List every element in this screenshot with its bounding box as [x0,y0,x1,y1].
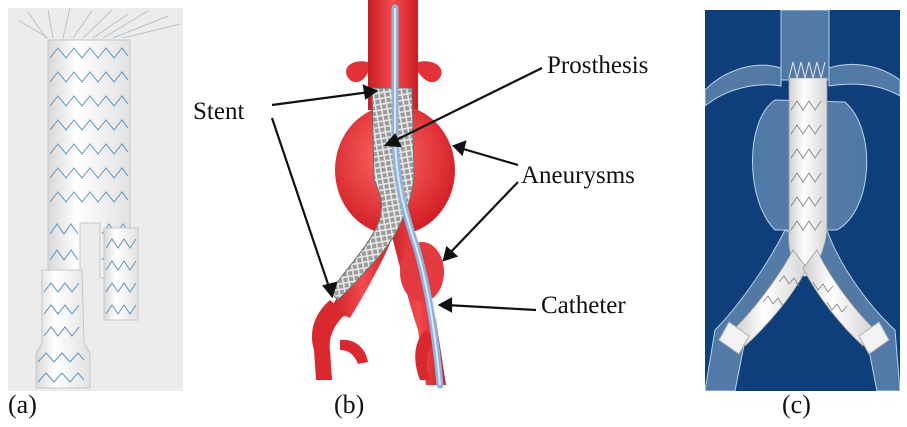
renal-artery-left [346,61,368,82]
caption-a: (a) [8,390,37,420]
panel-c [705,10,900,391]
label-catheter: Catheter [541,292,626,320]
panel-a [8,8,183,391]
caption-c: (c) [782,390,811,420]
branch-left-small [340,340,368,364]
vessel-upper [781,10,829,80]
caption-b: (b) [334,390,364,420]
label-stent: Stent [193,98,244,126]
endograft-in-aorta-illustration [705,10,900,391]
limb-extension-right [104,228,138,320]
renal-branch-right [829,64,900,96]
renal-artery-right [418,61,442,82]
renal-branch-left [705,65,781,106]
crown-wires [18,8,180,38]
stent-graft-components-illustration [8,8,183,391]
label-prosthesis: Prosthesis [547,52,648,80]
label-aneurysms: Aneurysms [521,162,635,190]
